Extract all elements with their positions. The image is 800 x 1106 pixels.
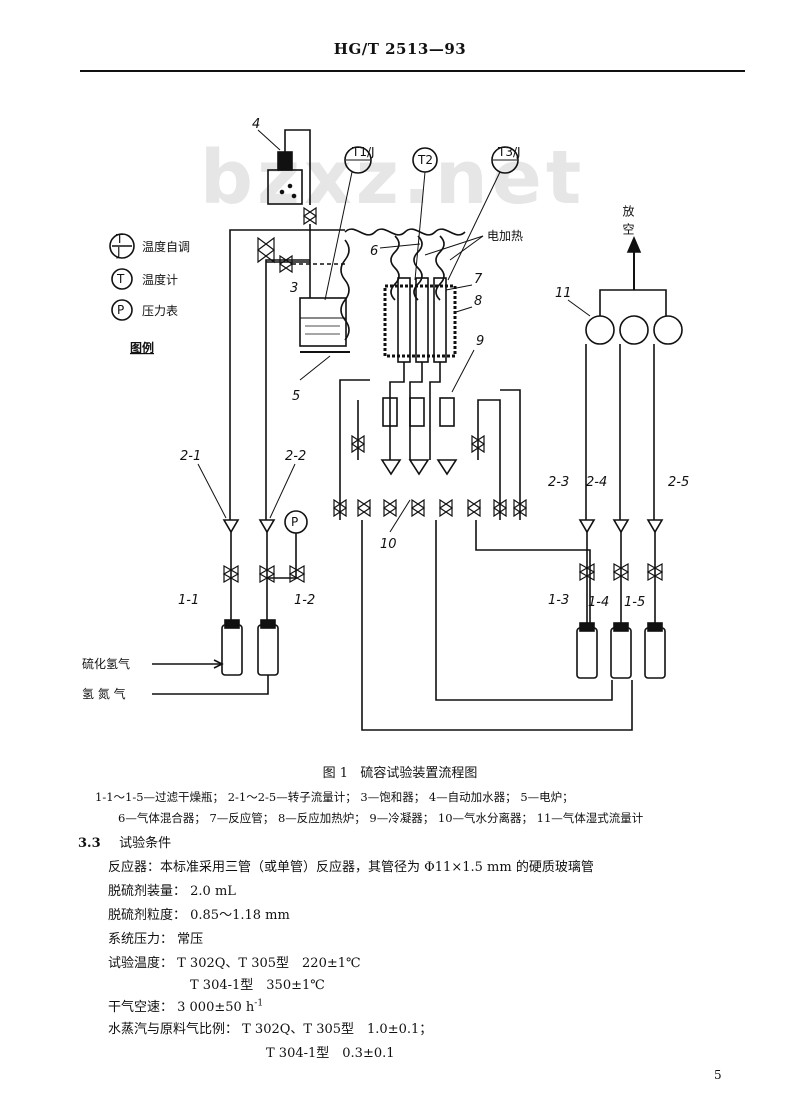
callout-7: 7: [474, 272, 483, 287]
inlet-n2-label: 氢 氮 气: [82, 686, 126, 701]
space-velocity-exponent: -1: [254, 998, 264, 1009]
pressure-gauge: P: [291, 515, 298, 529]
figure-legend-line-2: 6—气体混合器； 7—反应管； 8—反应加热炉； 9—冷凝器； 10—气水分离器…: [118, 811, 644, 825]
section-number: 3.3: [78, 836, 101, 851]
condition-space-velocity: 干气空速： 3 000±50 h-1: [108, 996, 263, 1015]
svg-text:T: T: [115, 232, 124, 246]
gauge-t1: T1/J: [351, 145, 375, 159]
gauge-t2: T2: [417, 153, 433, 167]
callout-11: 11: [555, 286, 572, 301]
header-rule: [80, 70, 745, 72]
gauge-t3: T3/J: [497, 145, 521, 159]
svg-text:J: J: [116, 245, 121, 259]
legend-symbol-p: P: [117, 303, 124, 317]
space-velocity-text: 干气空速： 3 000±50 h: [108, 1000, 255, 1015]
condition-steam-ratio-2: T 304-1型 0.3±0.1: [266, 1046, 395, 1061]
condition-particle-size: 脱硫剂粒度： 0.85～1.18 mm: [108, 908, 290, 923]
rotameters: 2-1 2-2 2-3 2-4 2-5: [180, 449, 689, 534]
auto-water-feeder: 4: [252, 117, 311, 205]
callout-2-4: 2-4: [586, 475, 607, 490]
legend-symbol-t: T: [116, 272, 125, 286]
figure-caption: 图 1 硫容试验装置流程图: [0, 762, 800, 781]
callout-2-2: 2-2: [285, 449, 306, 464]
page-number: 5: [714, 1068, 722, 1082]
condition-pressure: 系统压力： 常压: [108, 932, 204, 947]
figure-title: 硫容试验装置流程图: [360, 766, 478, 781]
watermark: bzxz.net: [200, 135, 586, 221]
saturator: 3 5: [290, 281, 350, 404]
section-title: 试验条件: [119, 836, 172, 851]
condensers: 9: [382, 334, 484, 460]
callout-1-2: 1-2: [294, 593, 315, 608]
reaction-furnace: 7 8: [383, 272, 483, 363]
callout-3: 3: [290, 281, 298, 296]
gas-mixer-coil: 6: [340, 228, 466, 341]
gas-water-separators: 10: [380, 459, 458, 552]
figure-legend-line-1: 1-1～1-5—过滤干燥瓶； 2-1～2-5—转子流量计； 3—饱和器； 4—自…: [95, 790, 574, 804]
figure-number: 图 1: [322, 766, 348, 781]
callout-4: 4: [252, 117, 260, 132]
section-heading: 3.3 试验条件: [78, 832, 171, 851]
callout-6: 6: [370, 244, 378, 259]
callout-1-3: 1-3: [548, 593, 569, 608]
condition-loading: 脱硫剂装量： 2.0 mL: [108, 884, 236, 899]
callout-1-5: 1-5: [624, 595, 645, 610]
callout-2-3: 2-3: [548, 475, 569, 490]
callout-9: 9: [476, 334, 484, 349]
filter-drying-bottles: 1-1 1-2 1-3 1-4 1-5: [178, 593, 666, 679]
condition-steam-ratio-1: 水蒸汽与原料气比例： T 302Q、T 305型 1.0±0.1；: [108, 1022, 433, 1037]
callout-2-1: 2-1: [180, 449, 201, 464]
condition-reactor: 反应器：本标准采用三管（或单管）反应器，其管径为 Φ11×1.5 mm 的硬质玻…: [108, 860, 594, 875]
callout-2-5: 2-5: [668, 475, 689, 490]
diagram-legend: T J 温度自调 T 温度计 P 压力表 图例: [109, 232, 190, 355]
callout-1-4: 1-4: [588, 595, 609, 610]
legend-title: 图例: [130, 340, 154, 355]
callout-10: 10: [380, 537, 397, 552]
document-header: HG/T 2513—93: [333, 40, 467, 58]
callout-5: 5: [292, 389, 300, 404]
vent-label: 放空: [621, 204, 635, 241]
heater-label: 电加热: [487, 229, 523, 243]
flow-diagram: T J 温度自调 T 温度计 P 压力表 图例 4: [82, 117, 689, 731]
condition-temperature-2: T 304-1型 350±1℃: [190, 978, 325, 993]
legend-item-temp-control: 温度自调: [142, 239, 190, 254]
wet-gas-flowmeters: 放空 11: [555, 204, 683, 520]
callout-8: 8: [474, 294, 482, 309]
inlet-h2s-label: 硫化氢气: [82, 656, 130, 671]
condition-temperature-1: 试验温度： T 302Q、T 305型 220±1℃: [108, 956, 361, 971]
legend-item-pressure-gauge: 压力表: [142, 304, 178, 318]
legend-item-thermometer: 温度计: [142, 272, 178, 287]
callout-1-1: 1-1: [178, 593, 199, 608]
